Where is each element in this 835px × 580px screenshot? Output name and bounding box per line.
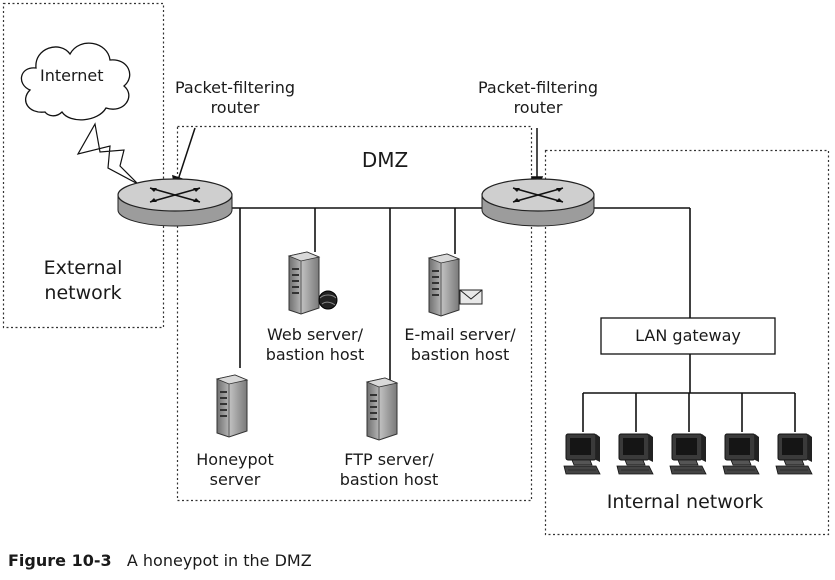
lightning-bolt-icon: [76, 122, 139, 185]
workstation-icon: [616, 433, 654, 475]
workstation-icon: [563, 433, 601, 475]
router-left-label: Packet-filtering router: [174, 78, 296, 117]
email-server-label: E-mail server/ bastion host: [404, 325, 516, 364]
figure-number: Figure 10-3: [8, 551, 112, 570]
cloud-icon: [20, 42, 131, 121]
web-server-label: Web server/ bastion host: [265, 325, 365, 364]
dmz-label: DMZ: [361, 148, 409, 172]
router-right-label: Packet-filtering router: [477, 78, 599, 117]
ftp-server-icon: [366, 377, 398, 441]
honeypot-server-icon: [216, 374, 248, 438]
email-server-icon: [428, 253, 483, 317]
lan-gateway-label: LAN gateway: [635, 326, 741, 345]
web-server-icon: [288, 251, 338, 315]
packet-filtering-router-right-icon: [481, 178, 595, 227]
network-links: [210, 207, 796, 432]
figure-caption-text: A honeypot in the DMZ: [126, 551, 312, 570]
external-network-label: External network: [43, 257, 123, 304]
workstation-icon: [722, 433, 760, 475]
internal-network-zone: [544, 149, 830, 536]
figure-caption: Figure 10-3 A honeypot in the DMZ: [8, 551, 312, 570]
packet-filtering-router-left-icon: [117, 178, 233, 227]
workstation-icon: [775, 433, 813, 475]
dmz-zone: [176, 125, 533, 502]
ftp-server-label: FTP server/ bastion host: [339, 450, 439, 489]
workstation-icon: [669, 433, 707, 475]
internet-label: Internet: [40, 66, 104, 85]
lan-gateway-box: [600, 317, 776, 355]
external-network-zone: [2, 2, 165, 329]
internal-network-label: Internal network: [606, 491, 764, 513]
honeypot-server-label: Honeypot server: [196, 450, 274, 489]
